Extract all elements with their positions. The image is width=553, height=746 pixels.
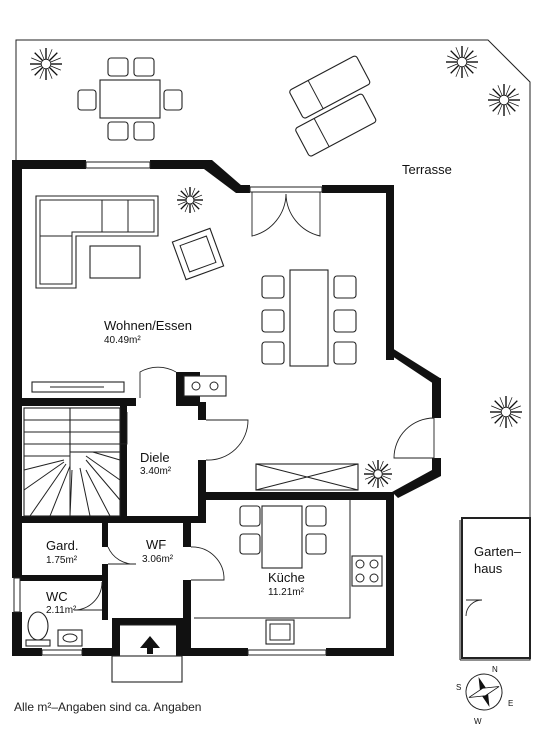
compass-n: N	[492, 665, 498, 674]
dining-set	[255, 269, 359, 491]
compass-w: W	[474, 717, 482, 726]
windows	[13, 161, 327, 656]
kitchen-furniture	[194, 500, 383, 645]
label-gard: Gard.	[46, 538, 79, 553]
label-wohnen: Wohnen/Essen	[104, 318, 192, 333]
terrace-furniture	[77, 55, 377, 157]
label-terrasse: Terrasse	[402, 162, 452, 177]
doors	[73, 192, 435, 626]
footnote: Alle m²–Angaben sind ca. Angaben	[14, 700, 202, 714]
plant-icon	[490, 396, 522, 428]
plant-icon	[364, 460, 392, 488]
compass-s: S	[456, 683, 461, 692]
label-kueche: Küche	[268, 570, 305, 585]
label-wf: WF	[146, 537, 166, 552]
label-gartenhaus-2: haus	[474, 561, 503, 576]
wc-fixtures	[25, 611, 83, 647]
area-diele: 3.40m²	[140, 466, 172, 477]
entrance	[111, 636, 183, 683]
area-kueche: 11.21m²	[268, 587, 305, 598]
area-wohnen: 40.49m²	[104, 335, 141, 346]
plants	[30, 46, 522, 488]
chimney	[183, 375, 227, 397]
living-furniture	[31, 195, 225, 393]
label-diele: Diele	[140, 450, 170, 465]
plant-icon	[30, 48, 62, 80]
staircase	[23, 407, 121, 517]
garden-house	[461, 517, 531, 659]
plant-icon	[446, 46, 478, 78]
label-gartenhaus-1: Garten–	[474, 544, 522, 559]
entrance-arrow-icon	[140, 636, 160, 654]
compass-e: E	[508, 699, 513, 708]
area-gard: 1.75m²	[46, 555, 78, 566]
plant-icon	[177, 187, 203, 213]
compass-icon	[465, 673, 503, 711]
label-wc: WC	[46, 589, 68, 604]
area-wc: 2.11m²	[46, 605, 77, 616]
area-wf: 3.06m²	[142, 554, 174, 565]
plant-icon	[488, 84, 520, 116]
terrace-outline	[15, 39, 531, 661]
outer-walls	[12, 160, 441, 656]
